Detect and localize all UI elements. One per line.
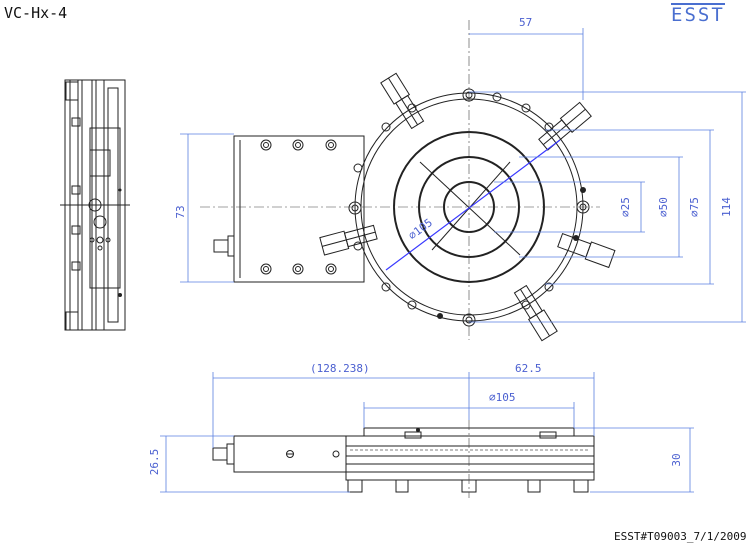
esst-logo: ESST — [671, 3, 725, 26]
dim-114: 114 — [720, 197, 733, 217]
dim-73: 73 — [174, 205, 187, 218]
dim-128-238: (128.238) — [310, 362, 370, 375]
dim-30: 30 — [670, 453, 683, 466]
dim-57: 57 — [519, 16, 532, 29]
front-view — [212, 420, 595, 498]
clamp-arms — [319, 72, 616, 342]
dim-26-5: 26.5 — [148, 449, 161, 476]
dim-phi75: ⌀75 — [688, 197, 701, 217]
front-view-dimensions: (128.238) 62.5 ⌀105 26.5 30 — [148, 362, 694, 493]
document-reference: ESST#T09003_7/1/2009 — [614, 530, 747, 543]
model-title: VC-Hx-4 — [4, 4, 68, 22]
dim-phi50: ⌀50 — [657, 197, 670, 217]
plate-screw-holes — [260, 139, 363, 275]
dim-phi105-bottom: ⌀105 — [489, 391, 516, 404]
dim-phi25: ⌀25 — [619, 197, 632, 217]
top-view-dimensions: 57 73 114 ⌀75 ⌀50 ⌀25 ⌀105 — [174, 16, 746, 323]
dim-62-5: 62.5 — [515, 362, 542, 375]
top-view — [200, 20, 616, 342]
side-view — [60, 79, 130, 331]
